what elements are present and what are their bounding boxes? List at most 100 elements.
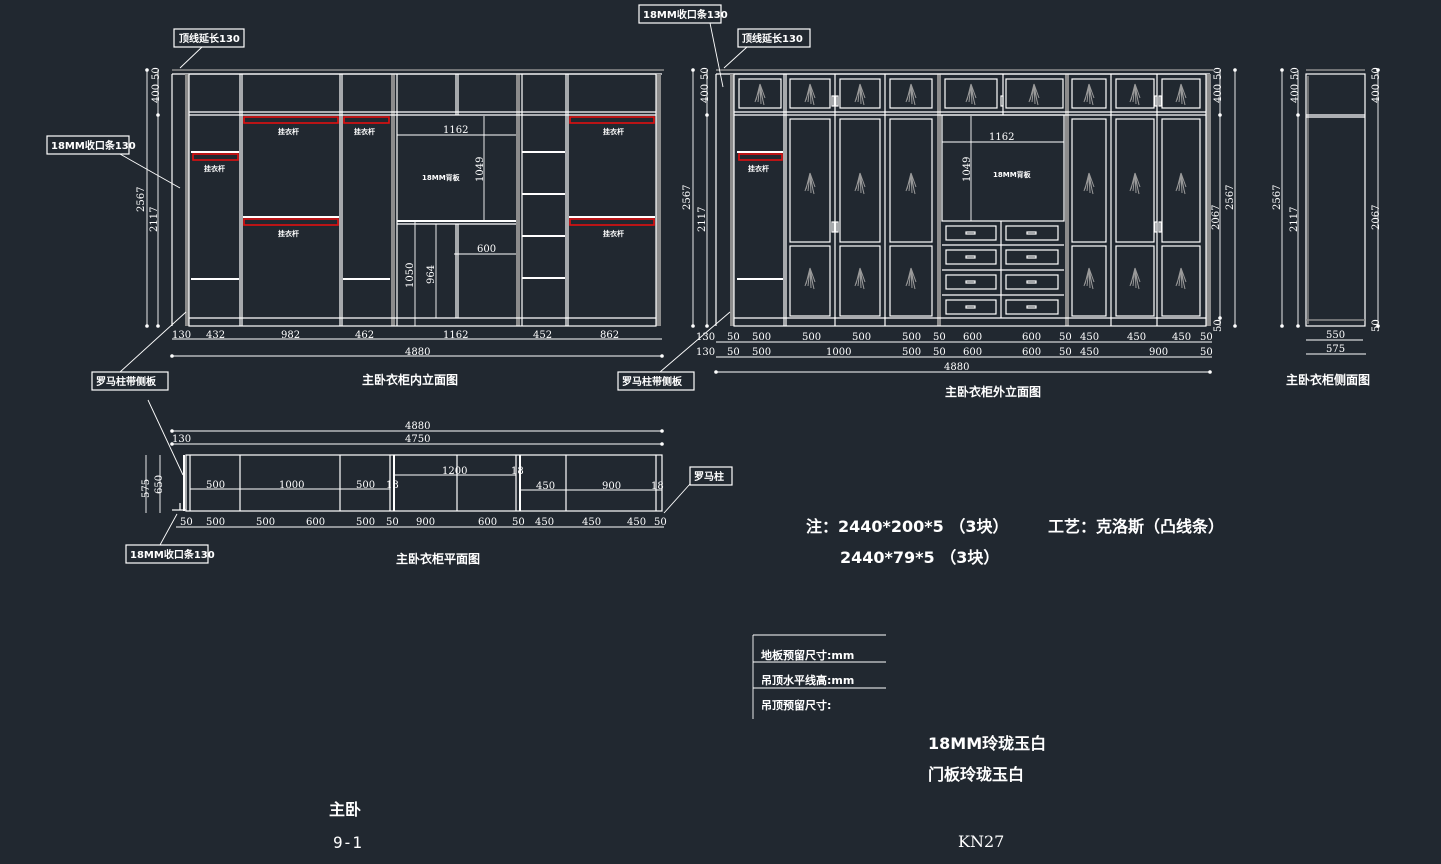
dim-label: 4880 <box>405 347 430 358</box>
dim-label: 50 <box>180 517 193 528</box>
rod-label: 挂衣杆 <box>278 229 299 238</box>
interior-title: 主卧衣柜内立面图 <box>362 372 458 387</box>
back-panel-label: 18MM背板 <box>422 173 461 182</box>
dim-label: 400 <box>700 84 711 103</box>
table-row: 吊顶预留尺寸: <box>761 698 831 712</box>
dim-label: 18 <box>511 466 524 477</box>
material-line: 18MM玲珑玉白 <box>928 734 1046 753</box>
dim-label: 50 <box>512 517 525 528</box>
dim-label: 50 <box>1059 347 1072 358</box>
dim-label: 50 <box>700 67 711 80</box>
callout-edge-strip: 18MM收口条130 <box>130 548 215 561</box>
dim-label: 1000 <box>826 347 851 358</box>
dim-label: 50 <box>386 517 399 528</box>
dim-label: 1050 <box>405 263 416 288</box>
dim-label: 600 <box>477 244 496 255</box>
rod-label: 挂衣杆 <box>278 127 299 136</box>
plan-title: 主卧衣柜平面图 <box>396 551 480 566</box>
dim-label: 450 <box>536 481 555 492</box>
dim-label: 500 <box>802 332 821 343</box>
dim-label: 2567 <box>1225 185 1236 210</box>
dim-label: 50 <box>727 332 740 343</box>
dim-label: 900 <box>1149 347 1168 358</box>
dim-label: 2567 <box>682 185 693 210</box>
dim-label: 130 <box>172 330 191 341</box>
dim-label: 600 <box>306 517 325 528</box>
dim-label: 4750 <box>405 434 430 445</box>
dim-label: 4880 <box>405 421 430 432</box>
dim-label: 600 <box>963 332 982 343</box>
exterior-elevation: 挂衣杆 <box>617 4 1237 399</box>
dim-label: 432 <box>206 330 225 341</box>
dim-label: 50 <box>1290 67 1301 80</box>
rod-label: 挂衣杆 <box>603 229 624 238</box>
rod-label: 挂衣杆 <box>354 127 375 136</box>
dim-label: 130 <box>696 347 715 358</box>
table-row: 地板预留尺寸:mm <box>761 648 854 662</box>
dim-label: 50 <box>1200 347 1213 358</box>
callout-edge-strip: 18MM收口条130 <box>51 139 136 152</box>
dim-label: 50 <box>933 347 946 358</box>
dim-label: 600 <box>963 347 982 358</box>
table-row: 吊顶水平线高:mm <box>761 673 854 687</box>
dim-label: 50 <box>933 332 946 343</box>
callout-roman-pillar: 罗马柱 <box>694 470 724 483</box>
rod-label: 挂衣杆 <box>204 164 225 173</box>
dim-label: 450 <box>1080 332 1099 343</box>
dim-label: 50 <box>1371 67 1382 80</box>
dim-label: 2567 <box>136 187 147 212</box>
dim-label: 600 <box>1022 347 1041 358</box>
callout-top-line: 顶线延长130 <box>179 32 240 45</box>
dim-label: 1049 <box>962 157 973 182</box>
dim-label: 18 <box>651 481 664 492</box>
dim-label: 1162 <box>989 132 1014 143</box>
dim-label: 400 <box>1290 84 1301 103</box>
dim-label: 982 <box>281 330 300 341</box>
drawers <box>942 221 1064 318</box>
dim-label: 50 <box>151 67 162 80</box>
dim-label: 500 <box>356 480 375 491</box>
dim-label: 600 <box>1022 332 1041 343</box>
dim-label: 450 <box>1080 347 1099 358</box>
dim-label: 2567 <box>1272 185 1283 210</box>
callout-roman-pillar: 罗马柱带侧板 <box>622 375 683 388</box>
dim-label: 862 <box>600 330 619 341</box>
dim-label: 500 <box>902 347 921 358</box>
dim-label: 1200 <box>442 466 467 477</box>
dim-label: 400 <box>1213 84 1224 103</box>
dim-label: 2067 <box>1371 205 1382 230</box>
dim-label: 964 <box>426 265 437 284</box>
rod-label: 挂衣杆 <box>603 127 624 136</box>
dim-label: 130 <box>696 332 715 343</box>
dim-label: 2067 <box>1211 205 1222 230</box>
dim-label: 50 <box>1200 332 1213 343</box>
dim-label: 130 <box>172 434 191 445</box>
dim-label: 450 <box>582 517 601 528</box>
side-elevation: 50 400 2567 2117 50 400 2067 50 550 575 … <box>1272 67 1382 387</box>
reserve-size-table: 地板预留尺寸:mm 吊顶水平线高:mm 吊顶预留尺寸: <box>752 634 886 719</box>
back-panel-label: 18MM背板 <box>993 170 1032 179</box>
sheet-number: 9-1 <box>333 833 362 852</box>
note-line-1: 注：2440*200*5 （3块） <box>806 517 1009 536</box>
dim-label: 550 <box>1326 330 1345 341</box>
dim-label: 500 <box>752 332 771 343</box>
dim-label: 500 <box>902 332 921 343</box>
dim-label: 450 <box>1127 332 1146 343</box>
interior-elevation: 挂衣杆 挂衣杆 挂衣杆 挂衣杆 挂衣杆 挂衣杆 1162 1049 18MM背板… <box>46 28 664 391</box>
dim-label: 50 <box>654 517 667 528</box>
dim-label: 500 <box>206 517 225 528</box>
dim-label: 500 <box>852 332 871 343</box>
dim-label: 50 <box>727 347 740 358</box>
side-title: 主卧衣柜侧面图 <box>1286 372 1370 387</box>
dim-label: 50 <box>1371 319 1382 332</box>
dim-label: 400 <box>151 84 162 103</box>
dim-label: 500 <box>356 517 375 528</box>
dim-label: 450 <box>627 517 646 528</box>
dim-label: 450 <box>1172 332 1191 343</box>
dim-label: 462 <box>355 330 374 341</box>
dim-label: 1162 <box>443 330 468 341</box>
dim-label: 2117 <box>697 207 708 232</box>
rod-label: 挂衣杆 <box>748 164 769 173</box>
dim-label: 575 <box>1326 344 1345 355</box>
